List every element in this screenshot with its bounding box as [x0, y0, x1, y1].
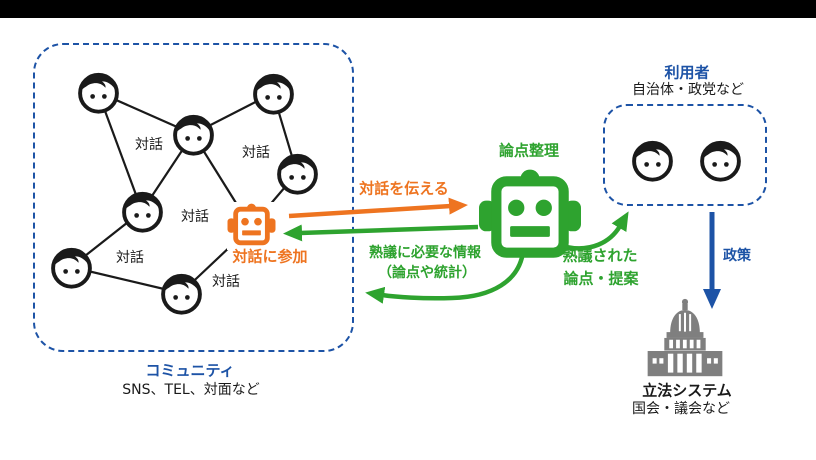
person-face-icon [253, 73, 294, 115]
dialogue-robot-label: 対話に参加 [232, 247, 308, 266]
arrow-convey-dialogue [288, 197, 468, 219]
users-box [603, 104, 767, 206]
legislature-title: 立法システム [642, 381, 732, 400]
info-label-line1: 熟議に必要な情報 [369, 244, 481, 261]
person-face-icon [173, 114, 214, 156]
person-face-icon [700, 140, 741, 182]
edge-label-dialogue: 対話 [181, 208, 209, 225]
deliberated-label-line2: 論点・提案 [563, 269, 639, 288]
arrow-join-dialogue [283, 224, 479, 242]
arrow-proposals-to-users [565, 211, 629, 251]
edge-label-dialogue: 対話 [135, 136, 163, 153]
users-title: 利用者 [664, 63, 710, 82]
edge-label-dialogue: 対話 [212, 273, 240, 290]
edge-label-dialogue: 対話 [116, 249, 144, 266]
person-face-icon [277, 153, 318, 195]
arrow-info-to-community [365, 251, 526, 304]
person-face-icon [632, 140, 673, 182]
users-subtitle: 自治体・政党など [632, 81, 744, 98]
person-face-icon [122, 191, 163, 233]
community-box [33, 43, 354, 352]
facilitator-robot-icon [479, 170, 581, 253]
community-subtitle: SNS、TEL、対面など [122, 381, 260, 398]
mediator-label: 論点整理 [498, 141, 560, 160]
top-letterbox-bar [0, 0, 816, 18]
flow-arrows [283, 197, 721, 309]
capitol-building-icon [647, 298, 723, 377]
convey-dialogue-label: 対話を伝える [359, 179, 449, 198]
deliberated-label-line1: 熟議された [562, 246, 638, 265]
person-face-icon [51, 247, 92, 289]
person-face-icon [78, 72, 119, 114]
community-title: コミュニティ [145, 361, 235, 380]
policy-label: 政策 [723, 247, 751, 264]
person-face-icon [161, 273, 202, 315]
edge-label-dialogue: 対話 [242, 144, 270, 161]
info-label-line2: （論点や統計） [378, 264, 476, 281]
legislature-subtitle: 国会・議会など [632, 400, 730, 417]
